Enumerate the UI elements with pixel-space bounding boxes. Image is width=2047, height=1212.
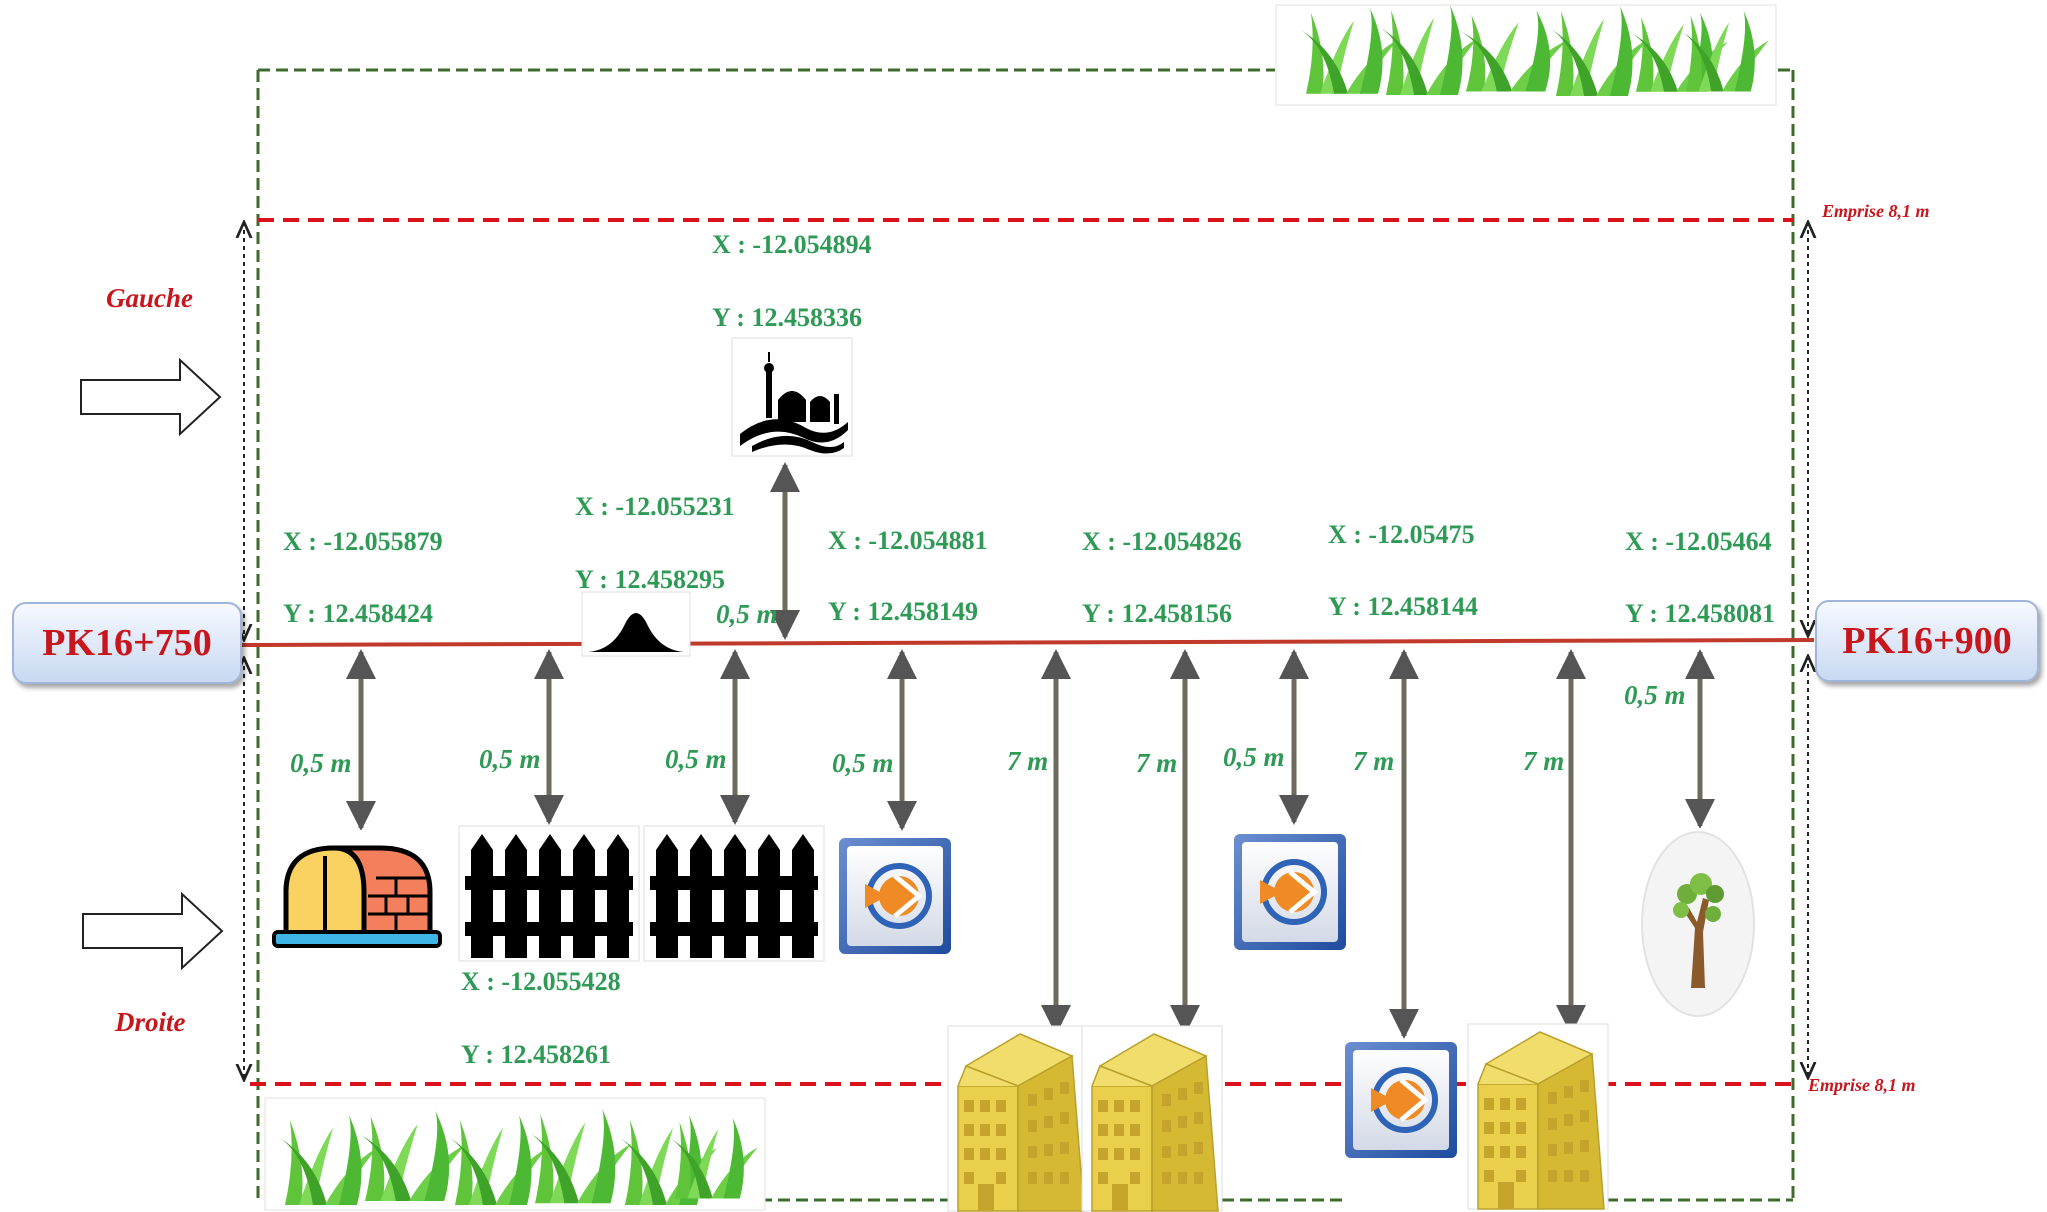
grass-icon xyxy=(264,1097,766,1211)
tree-icon xyxy=(1637,828,1759,1020)
width-arrows xyxy=(244,222,1808,1080)
coord-y-building-2: Y : 12.458156 xyxy=(1082,599,1232,628)
greenhouse-icon xyxy=(268,830,444,952)
distance-label-fence-1: 0,5 m xyxy=(479,744,541,774)
coord-y-pole-3: Y : 12.458144 xyxy=(1328,592,1478,621)
side-label-right: Droite xyxy=(115,1007,186,1037)
pk-start-label: PK16+750 xyxy=(12,602,242,684)
coord-y-speed-bump: Y : 12.458295 xyxy=(575,565,725,594)
utility-pole-icon xyxy=(1234,834,1346,950)
building-icon xyxy=(1467,1023,1609,1210)
utility-pole-icon xyxy=(1345,1042,1457,1158)
coord-y-pole-1: Y : 12.458149 xyxy=(828,597,978,626)
coord-x-fence: X : -12.055428 xyxy=(461,967,621,996)
distance-label-pole-3: 7 m xyxy=(1353,746,1395,776)
coord-x-tree: X : -12.05464 xyxy=(1625,527,1772,556)
building-icon xyxy=(947,1025,1089,1212)
distance-label-building-1: 7 m xyxy=(1007,746,1049,776)
emprise-label-top: Emprise 8,1 m xyxy=(1822,201,1930,221)
side-label-left: Gauche xyxy=(106,283,193,313)
fence-icon xyxy=(458,825,640,962)
coord-x-pole-1: X : -12.054881 xyxy=(828,526,988,555)
distance-label-mosque: 0,5 m xyxy=(716,599,778,629)
distance-label-house: 0,5 m xyxy=(290,748,352,778)
direction-arrow-right xyxy=(82,891,224,971)
mosque-icon xyxy=(731,337,853,457)
speed-bump-icon xyxy=(581,591,691,657)
grass-icon xyxy=(1275,4,1777,106)
coord-x-speed-bump: X : -12.055231 xyxy=(575,492,735,521)
coord-x-building-2: X : -12.054826 xyxy=(1082,527,1242,556)
emprise-label-bottom: Emprise 8,1 m xyxy=(1808,1075,1916,1095)
distance-label-pole-1: 0,5 m xyxy=(832,748,894,778)
building-icon xyxy=(1081,1025,1223,1212)
coord-y-mosque: Y : 12.458336 xyxy=(712,303,862,332)
coord-x-pole-3: X : -12.05475 xyxy=(1328,520,1475,549)
road-centerline xyxy=(235,638,1815,647)
fence-icon xyxy=(643,825,825,962)
distance-label-building-2: 7 m xyxy=(1136,748,1178,778)
distance-arrows xyxy=(346,462,1715,1039)
pk-end-label: PK16+900 xyxy=(1815,600,2039,682)
direction-arrow-left xyxy=(80,357,222,437)
utility-pole-icon xyxy=(839,838,951,954)
distance-label-building-3: 7 m xyxy=(1523,746,1565,776)
coord-y-tree: Y : 12.458081 xyxy=(1625,599,1775,628)
outer-boundary xyxy=(256,68,1795,1202)
coord-y-house: Y : 12.458424 xyxy=(283,599,433,628)
distance-label-fence-2: 0,5 m xyxy=(665,744,727,774)
distance-label-pole-2: 0,5 m xyxy=(1223,742,1285,772)
coord-x-mosque: X : -12.054894 xyxy=(712,230,872,259)
distance-label-tree: 0,5 m xyxy=(1624,680,1686,710)
coord-x-house: X : -12.055879 xyxy=(283,527,443,556)
coord-y-fence: Y : 12.458261 xyxy=(461,1040,611,1069)
